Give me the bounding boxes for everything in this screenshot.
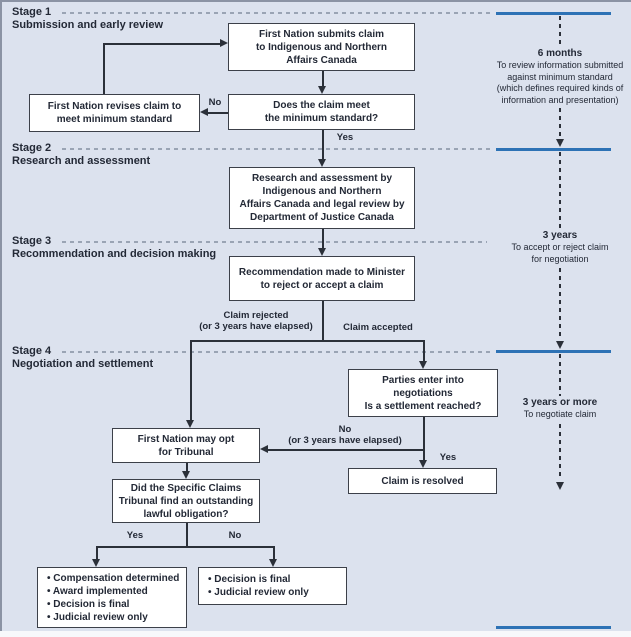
timeline-dash-3b: [559, 424, 561, 480]
timeline-bar-stage4: [496, 350, 611, 353]
timeline-bar-stage2: [496, 148, 611, 151]
arrowhead-into-meet: [318, 86, 326, 94]
timeline-dash-2a: [559, 152, 561, 228]
arrowhead-into-outcome-no: [269, 559, 277, 567]
timeline-duration-6-months: 6 months: [537, 48, 583, 59]
connector-revise-right: [103, 43, 221, 45]
node-revise-claim: First Nation revises claim to meet minim…: [29, 94, 200, 132]
connector-research-down: [322, 229, 324, 249]
arrowhead-into-research: [318, 159, 326, 167]
stage-4-divider: [62, 351, 490, 353]
label-tribunal-no: No: [228, 530, 242, 541]
timeline-dash-3a: [559, 354, 561, 396]
stage-2-subtitle: Research and assessment: [12, 155, 151, 167]
arrowhead-into-submit: [220, 39, 228, 47]
window-top-border: [0, 0, 631, 2]
stage-3-header: Stage 3 Recommendation and decision maki…: [12, 235, 216, 261]
connector-yes-down: [322, 130, 324, 160]
stage-1-subtitle: Submission and early review: [12, 19, 164, 31]
stage-2-header: Stage 2 Research and assessment: [12, 142, 150, 168]
arrowhead-into-parties: [419, 361, 427, 369]
node-opt-for-tribunal: First Nation may opt for Tribunal: [112, 428, 260, 463]
stage-1-title: Stage 1: [12, 6, 52, 18]
node-research-assessment: Research and assessment by Indigenous an…: [229, 167, 415, 229]
stage-1-divider: [62, 12, 490, 14]
timeline-dash-2b: [559, 268, 561, 338]
node-claim-resolved: Claim is resolved: [348, 468, 497, 494]
connector-split-horizontal: [190, 340, 424, 342]
arrowhead-into-outcome-yes: [92, 559, 100, 567]
node-recommendation-minister: Recommendation made to Minister to rejec…: [229, 256, 415, 301]
label-yes-settlement: Yes: [439, 452, 457, 463]
timeline-arrow-1: [556, 139, 564, 147]
stage-2-title: Stage 2: [12, 142, 52, 154]
stage-4-header: Stage 4 Negotiation and settlement: [12, 345, 153, 371]
label-no-settlement: No (or 3 years have elapsed): [288, 424, 402, 447]
stage-1-header: Stage 1 Submission and early review: [12, 6, 163, 32]
label-tribunal-yes: Yes: [126, 530, 144, 541]
connector-outcome-horizontal: [96, 546, 275, 548]
timeline-desc-3-years-or-more: To negotiate claim: [523, 409, 597, 419]
timeline-note-3-years-or-more: 3 years or more To negotiate claim: [492, 396, 628, 421]
node-submit-claim: First Nation submits claim to Indigenous…: [228, 23, 415, 71]
connector-revise-up: [103, 43, 105, 94]
timeline-bar-end: [496, 626, 611, 629]
connector-outcome-no-down: [273, 546, 275, 560]
stage-4-subtitle: Negotiation and settlement: [12, 358, 154, 370]
connector-parties-down: [423, 417, 425, 449]
timeline-note-6-months: 6 months To review information submitted…: [492, 47, 628, 106]
connector-yes-settlement-down: [423, 449, 425, 461]
arrowhead-into-tribunal: [186, 420, 194, 428]
connector-tribunal-down: [186, 463, 188, 472]
node-outcome-tribunal-yes: • Compensation determined • Award implem…: [37, 567, 187, 628]
node-outcome-tribunal-no: • Decision is final • Judicial review on…: [198, 567, 347, 605]
timeline-dash-1a: [559, 16, 561, 46]
node-parties-negotiations: Parties enter into negotiations Is a set…: [348, 369, 498, 417]
arrowhead-into-recommend: [318, 248, 326, 256]
timeline-note-3-years: 3 years To accept or reject claim for ne…: [492, 229, 628, 265]
stage-3-divider: [62, 241, 487, 243]
timeline-duration-3-years: 3 years: [542, 230, 578, 241]
node-minimum-standard-question: Does the claim meet the minimum standard…: [228, 94, 415, 130]
connector-no-settlement-left: [267, 449, 424, 451]
arrowhead-into-revise: [200, 108, 208, 116]
label-claim-rejected: Claim rejected (or 3 years have elapsed): [199, 310, 313, 333]
connector-submit-down: [322, 71, 324, 87]
connector-accepted-down: [423, 340, 425, 362]
label-no-min-standard: No: [208, 97, 222, 108]
stage-3-title: Stage 3: [12, 235, 52, 247]
stage-3-subtitle: Recommendation and decision making: [12, 248, 217, 260]
timeline-arrow-2: [556, 341, 564, 349]
timeline-arrow-3: [556, 482, 564, 490]
stage-4-title: Stage 4: [12, 345, 52, 357]
arrowhead-into-tribunal-right: [260, 445, 268, 453]
connector-outcome-yes-down: [96, 546, 98, 560]
node-tribunal-obligation-question: Did the Specific Claims Tribunal find an…: [112, 479, 260, 523]
timeline-duration-3-years-or-more: 3 years or more: [522, 397, 598, 408]
arrowhead-into-obligation: [182, 471, 190, 479]
connector-no-left: [207, 112, 228, 114]
connector-rejected-down: [190, 340, 192, 420]
connector-obligation-down: [186, 523, 188, 547]
timeline-desc-6-months: To review information submitted against …: [496, 60, 624, 105]
connector-recommend-down: [322, 301, 324, 340]
timeline-desc-3-years: To accept or reject claim for negotiatio…: [511, 242, 609, 264]
timeline-bar-stage1: [496, 12, 611, 15]
bottom-margin: [0, 631, 631, 637]
window-left-border: [0, 0, 2, 631]
arrowhead-into-resolved: [419, 460, 427, 468]
stage-2-divider: [62, 148, 490, 150]
timeline-dash-1b: [559, 108, 561, 136]
label-yes-min-standard: Yes: [336, 132, 354, 143]
label-claim-accepted: Claim accepted: [343, 322, 413, 333]
